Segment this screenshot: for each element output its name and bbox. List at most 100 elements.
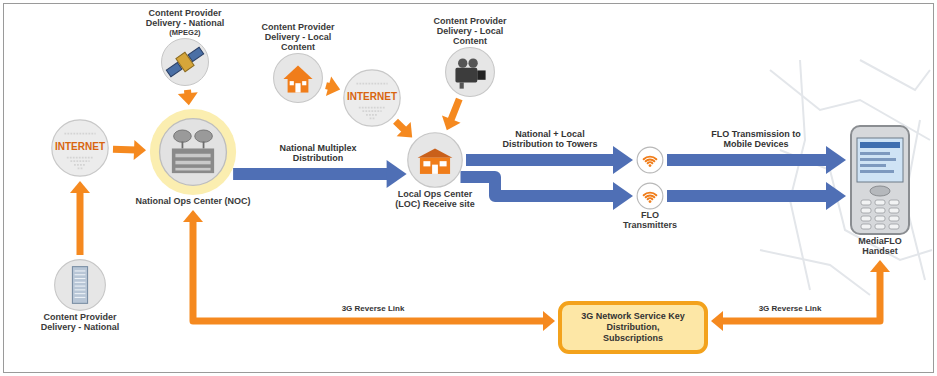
arrowhead	[387, 160, 407, 188]
arrowhead	[442, 115, 461, 130]
node-label: National Ops Center (NOC)	[108, 196, 278, 206]
icon-rect	[861, 216, 871, 221]
icon-line	[359, 107, 385, 109]
arrowhead	[870, 260, 890, 272]
icon-line	[75, 278, 86, 279]
icon-ellipse	[174, 130, 192, 142]
icon-rect	[175, 161, 210, 165]
icon-path	[648, 161, 653, 164]
arrowhead	[826, 182, 846, 210]
icon-svg	[406, 131, 464, 189]
icon-svg	[149, 108, 237, 196]
icon-svg	[636, 146, 664, 174]
arrowhead	[70, 181, 90, 193]
icon-circle	[446, 48, 495, 97]
icon-line	[75, 297, 86, 298]
arrowhead	[326, 77, 340, 96]
icon-svg	[53, 258, 107, 312]
icon-holder	[444, 46, 496, 98]
icon-rect	[460, 82, 464, 88]
icon-circle	[637, 183, 663, 209]
feed-arrow	[442, 99, 461, 130]
feed-arrow	[178, 90, 198, 105]
connector-line	[77, 191, 84, 255]
camera-icon: Content Provider Delivery - Local Conten…	[420, 16, 520, 98]
feed-arrow	[396, 121, 413, 137]
icon-circle	[274, 54, 323, 103]
node-label: (MPEG2)	[130, 28, 240, 37]
node-label: MediaFLO Handset	[845, 236, 915, 256]
icon-rect	[420, 158, 450, 174]
edge-label: National Multiplex Distribution	[268, 143, 368, 163]
transmitter-icon	[636, 182, 664, 210]
feed-arrow	[711, 260, 890, 331]
connector-line	[113, 146, 136, 154]
frame	[4, 4, 934, 373]
connector-line	[466, 154, 617, 166]
icon-rect	[875, 216, 885, 221]
node-label: Content Provider Delivery - National	[25, 312, 135, 332]
arrowhead	[397, 122, 413, 138]
icon-svg	[160, 37, 210, 87]
node-label: Content Provider Delivery - Local Conten…	[420, 16, 520, 46]
icon-rect	[455, 68, 477, 83]
connector-line	[233, 168, 390, 180]
icon-line	[75, 274, 86, 275]
icon-rect	[860, 142, 900, 148]
icon-rect	[290, 81, 294, 85]
icon-path	[644, 193, 657, 196]
feed-arrow	[113, 140, 146, 160]
feed-arrow	[183, 210, 555, 331]
icon-line	[75, 270, 86, 271]
edge-label: 3G Reverse Link	[745, 304, 835, 313]
arrowhead	[613, 146, 633, 174]
icon-holder	[272, 52, 324, 104]
icon-rect	[440, 161, 447, 166]
map-texture	[760, 60, 932, 295]
icon-rect	[860, 152, 890, 155]
arrowhead	[613, 182, 633, 210]
icon-rect	[851, 126, 909, 234]
connector-line	[460, 177, 617, 196]
icon-holder	[53, 258, 107, 312]
connector-line	[667, 154, 830, 166]
internet-cloud: INTERNET	[342, 68, 402, 128]
icon-rect	[477, 70, 485, 79]
icon-holder	[636, 146, 664, 210]
handset: MediaFLO Handset	[845, 124, 915, 256]
icon-svg	[444, 46, 496, 98]
icon-line	[356, 83, 387, 85]
icon-line	[182, 141, 184, 148]
icon-line	[64, 133, 95, 135]
icon-circle	[408, 133, 463, 188]
icon-circle	[150, 109, 236, 195]
edge-label: National + Local Distribution to Towers	[493, 129, 608, 149]
icon-svg	[636, 182, 664, 210]
icon-g	[164, 44, 206, 80]
icon-circle	[468, 58, 477, 67]
icon-circle	[160, 119, 227, 186]
icon-svg	[272, 52, 324, 104]
satellite-icon: Content Provider Delivery - National(MPE…	[130, 8, 240, 87]
edge-label: FLO Transmission to Mobile Devices	[709, 129, 804, 149]
icon-holder	[406, 131, 464, 189]
distribution-arrow	[233, 160, 406, 188]
icon-rect	[861, 200, 871, 205]
map-road	[760, 250, 870, 295]
icon-rect	[861, 224, 871, 229]
icon-polygon	[418, 148, 453, 157]
arrowhead	[543, 311, 555, 331]
feed-arrow	[326, 77, 340, 96]
icon-rect	[423, 161, 430, 166]
icon-circle	[458, 58, 467, 67]
icon-rect	[288, 78, 309, 93]
icon-line	[75, 286, 86, 287]
service-box: 3G Network Service Key Distribution, Sub…	[558, 301, 708, 354]
icon-rect	[176, 52, 194, 71]
connector-line	[450, 99, 459, 121]
connector-line	[667, 190, 830, 202]
icon-line	[75, 282, 86, 283]
transmitter-icon	[636, 146, 664, 174]
icon-rect	[72, 267, 87, 304]
